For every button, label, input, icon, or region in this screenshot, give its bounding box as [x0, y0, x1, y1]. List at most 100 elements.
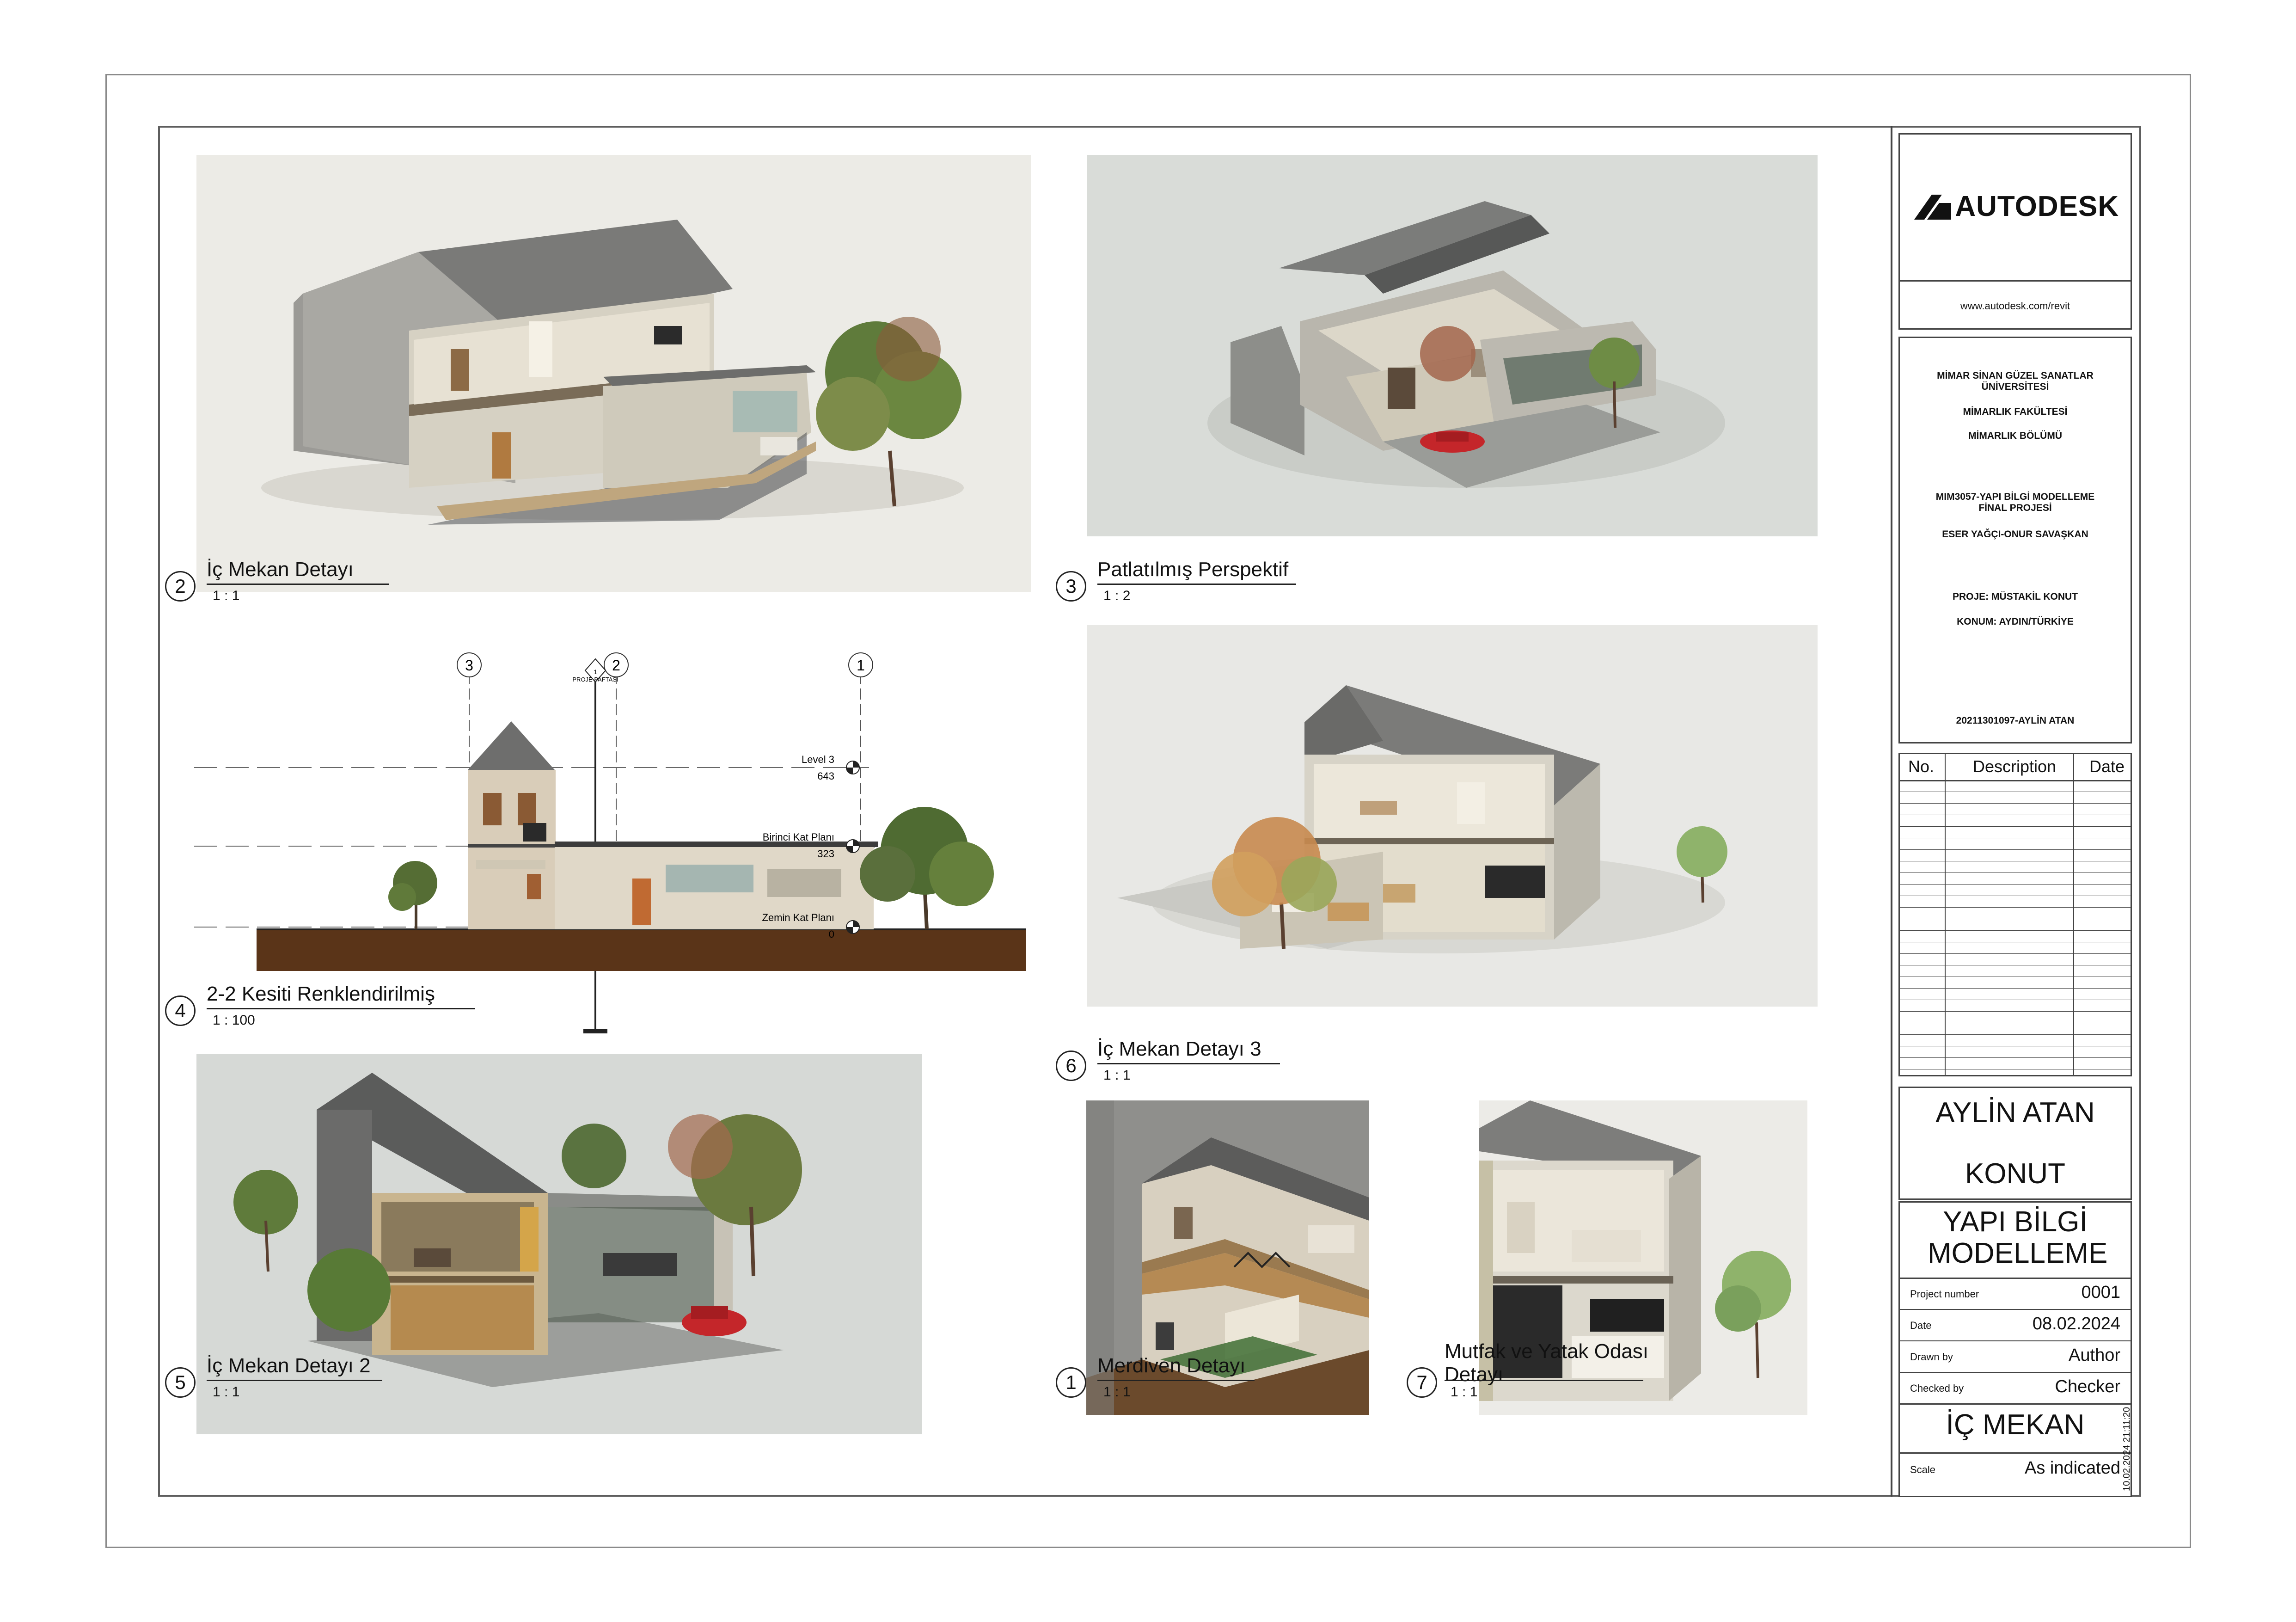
view-title-underline — [1097, 1380, 1255, 1381]
view-scale: 1 : 1 — [213, 1384, 240, 1400]
autodesk-mark-icon — [1914, 194, 1951, 220]
revision-row-line — [1900, 780, 2131, 781]
level-value: 323 — [817, 848, 834, 860]
viewport-mutfak-ve-yatak-odasi[interactable] — [1479, 1100, 1807, 1415]
logo-panel: AUTODESK www.autodesk.com/revit — [1898, 133, 2132, 330]
divider — [1900, 1340, 2131, 1341]
divider — [1900, 1278, 2131, 1279]
revision-row-line — [1900, 1034, 2131, 1035]
revision-row-line — [1900, 884, 2131, 885]
view-title: Mutfak ve Yatak Odası Detayı — [1445, 1340, 1649, 1386]
section-drawing: 3 2 1 1 PROJE PAFTASI Level 3 643 Birinc… — [194, 652, 1026, 1033]
level-name: Birinci Kat Planı — [763, 831, 834, 843]
revision-table: No. Description Date — [1898, 753, 2132, 1076]
grid-label: 3 — [465, 657, 473, 674]
print-timestamp: 10.02.2024 21:11:20 — [2122, 1407, 2132, 1491]
project-number-value: 0001 — [2081, 1283, 2120, 1302]
divider — [1900, 1372, 2131, 1373]
sheet-outer-border — [105, 74, 2191, 1548]
revision-row-line — [1900, 953, 2131, 954]
level-name: Level 3 — [802, 754, 834, 765]
house-render-2 — [233, 1073, 802, 1387]
view-scale: 1 : 100 — [213, 1013, 255, 1028]
revision-header-description: Description — [1973, 757, 2057, 776]
viewport-ic-mekan-detayi-3[interactable] — [1087, 625, 1818, 1007]
viewport-ic-mekan-detayi[interactable] — [196, 155, 1031, 592]
view-number: 7 — [1407, 1367, 1437, 1398]
scale-value: As indicated — [2024, 1458, 2120, 1478]
date-label: Date — [1910, 1320, 1932, 1331]
view-scale: 1 : 2 — [1103, 588, 1131, 603]
house-render-3 — [1117, 685, 1727, 953]
stair-render — [1086, 1100, 1369, 1415]
view-title-underline — [1097, 1063, 1280, 1064]
view-number: 1 — [1056, 1367, 1086, 1398]
sheet-inner-border — [158, 126, 2141, 1497]
course-name: MIM3057-YAPI BİLGİ MODELLEME FİNAL PROJE… — [1935, 492, 2095, 513]
title-block-divider — [1891, 126, 1892, 1497]
revision-header-no: No. — [1908, 757, 1935, 776]
view-title: İç Mekan Detayı 3 — [1097, 1038, 1261, 1060]
sheet-name: İÇ MEKAN — [1946, 1409, 2085, 1441]
logo-text: AUTODESK — [1955, 190, 2119, 222]
view-scale: 1 : 1 — [1103, 1068, 1131, 1083]
revision-row-line — [1900, 872, 2131, 873]
project-number-label: Project number — [1910, 1288, 1979, 1300]
level-value: 643 — [817, 770, 834, 782]
grid-label: 2 — [612, 657, 620, 674]
revision-row-line — [1900, 930, 2131, 931]
section-marker-text: PROJE PAFTASI — [572, 676, 618, 683]
scale-label: Scale — [1910, 1464, 1936, 1475]
view-scale: 1 : 1 — [213, 588, 240, 603]
logo-panel-divider — [1900, 280, 2131, 282]
revision-row-line — [1900, 907, 2131, 908]
grid-label: 1 — [857, 657, 865, 674]
drawn-by-value: Author — [2069, 1346, 2120, 1365]
view-title: Merdiven Detayı — [1097, 1354, 1246, 1377]
student-id: 20211301097-AYLİN ATAN — [1956, 715, 2075, 726]
instructors: ESER YAĞÇI-ONUR SAVAŞKAN — [1942, 529, 2088, 540]
view-title: İç Mekan Detayı — [207, 558, 354, 581]
view-title: 2-2 Kesiti Renklendirilmiş — [207, 983, 435, 1005]
project-info-panel: MİMAR SİNAN GÜZEL SANATLAR ÜNİVERSİTESİ … — [1898, 337, 2132, 743]
view-title: İç Mekan Detayı 2 — [207, 1354, 371, 1377]
project-name: KONUT — [1965, 1158, 2065, 1190]
view-number: 6 — [1056, 1051, 1086, 1081]
viewport-patlatilmis-perspektif[interactable] — [1087, 155, 1818, 536]
owner-panel: AYLİN ATAN KONUT — [1898, 1087, 2132, 1200]
website-link[interactable]: www.autodesk.com/revit — [1960, 300, 2070, 312]
revision-row-line — [1900, 1057, 2131, 1058]
revision-col-divider — [2073, 754, 2074, 1075]
view-title-underline — [207, 584, 389, 585]
view-number: 5 — [165, 1367, 196, 1398]
revision-row-line — [1900, 1011, 2131, 1012]
level-name: Zemin Kat Planı — [762, 912, 834, 923]
view-title-underline — [1097, 584, 1296, 585]
section-marker-number: 1 — [594, 668, 597, 676]
revision-row-line — [1900, 849, 2131, 850]
view-scale: 1 : 1 — [1103, 1384, 1131, 1400]
revision-col-divider — [1945, 754, 1946, 1075]
date-value: 08.02.2024 — [2032, 1314, 2120, 1333]
view-number: 4 — [165, 995, 196, 1026]
divider — [1900, 1403, 2131, 1405]
revision-header-date: Date — [2089, 757, 2125, 776]
revision-row-line — [1900, 988, 2131, 989]
kitchen-bedroom-render — [1479, 1100, 1791, 1401]
view-title-underline — [1445, 1380, 1643, 1381]
checked-by-label: Checked by — [1910, 1382, 1964, 1394]
viewport-ic-mekan-detayi-2[interactable] — [196, 1054, 922, 1434]
drawn-by-label: Drawn by — [1910, 1351, 1953, 1363]
view-number: 2 — [165, 571, 196, 602]
view-title-underline — [207, 1008, 475, 1009]
project-location: KONUM: AYDIN/TÜRKİYE — [1957, 616, 2074, 627]
divider — [1900, 1452, 2131, 1454]
revision-row-line — [1900, 803, 2131, 804]
faculty-name: MİMARLIK FAKÜLTESİ — [1963, 406, 2068, 417]
project-type: PROJE: MÜSTAKİL KONUT — [1952, 591, 2078, 602]
divider — [1900, 1309, 2131, 1310]
university-name: MİMAR SİNAN GÜZEL SANATLAR ÜNİVERSİTESİ — [1937, 370, 2094, 392]
viewport-merdiven-detayi[interactable] — [1086, 1100, 1369, 1415]
view-number: 3 — [1056, 571, 1086, 602]
viewport-kesit[interactable]: 3 2 1 1 PROJE PAFTASI Level 3 643 Birinc… — [185, 633, 1031, 1040]
